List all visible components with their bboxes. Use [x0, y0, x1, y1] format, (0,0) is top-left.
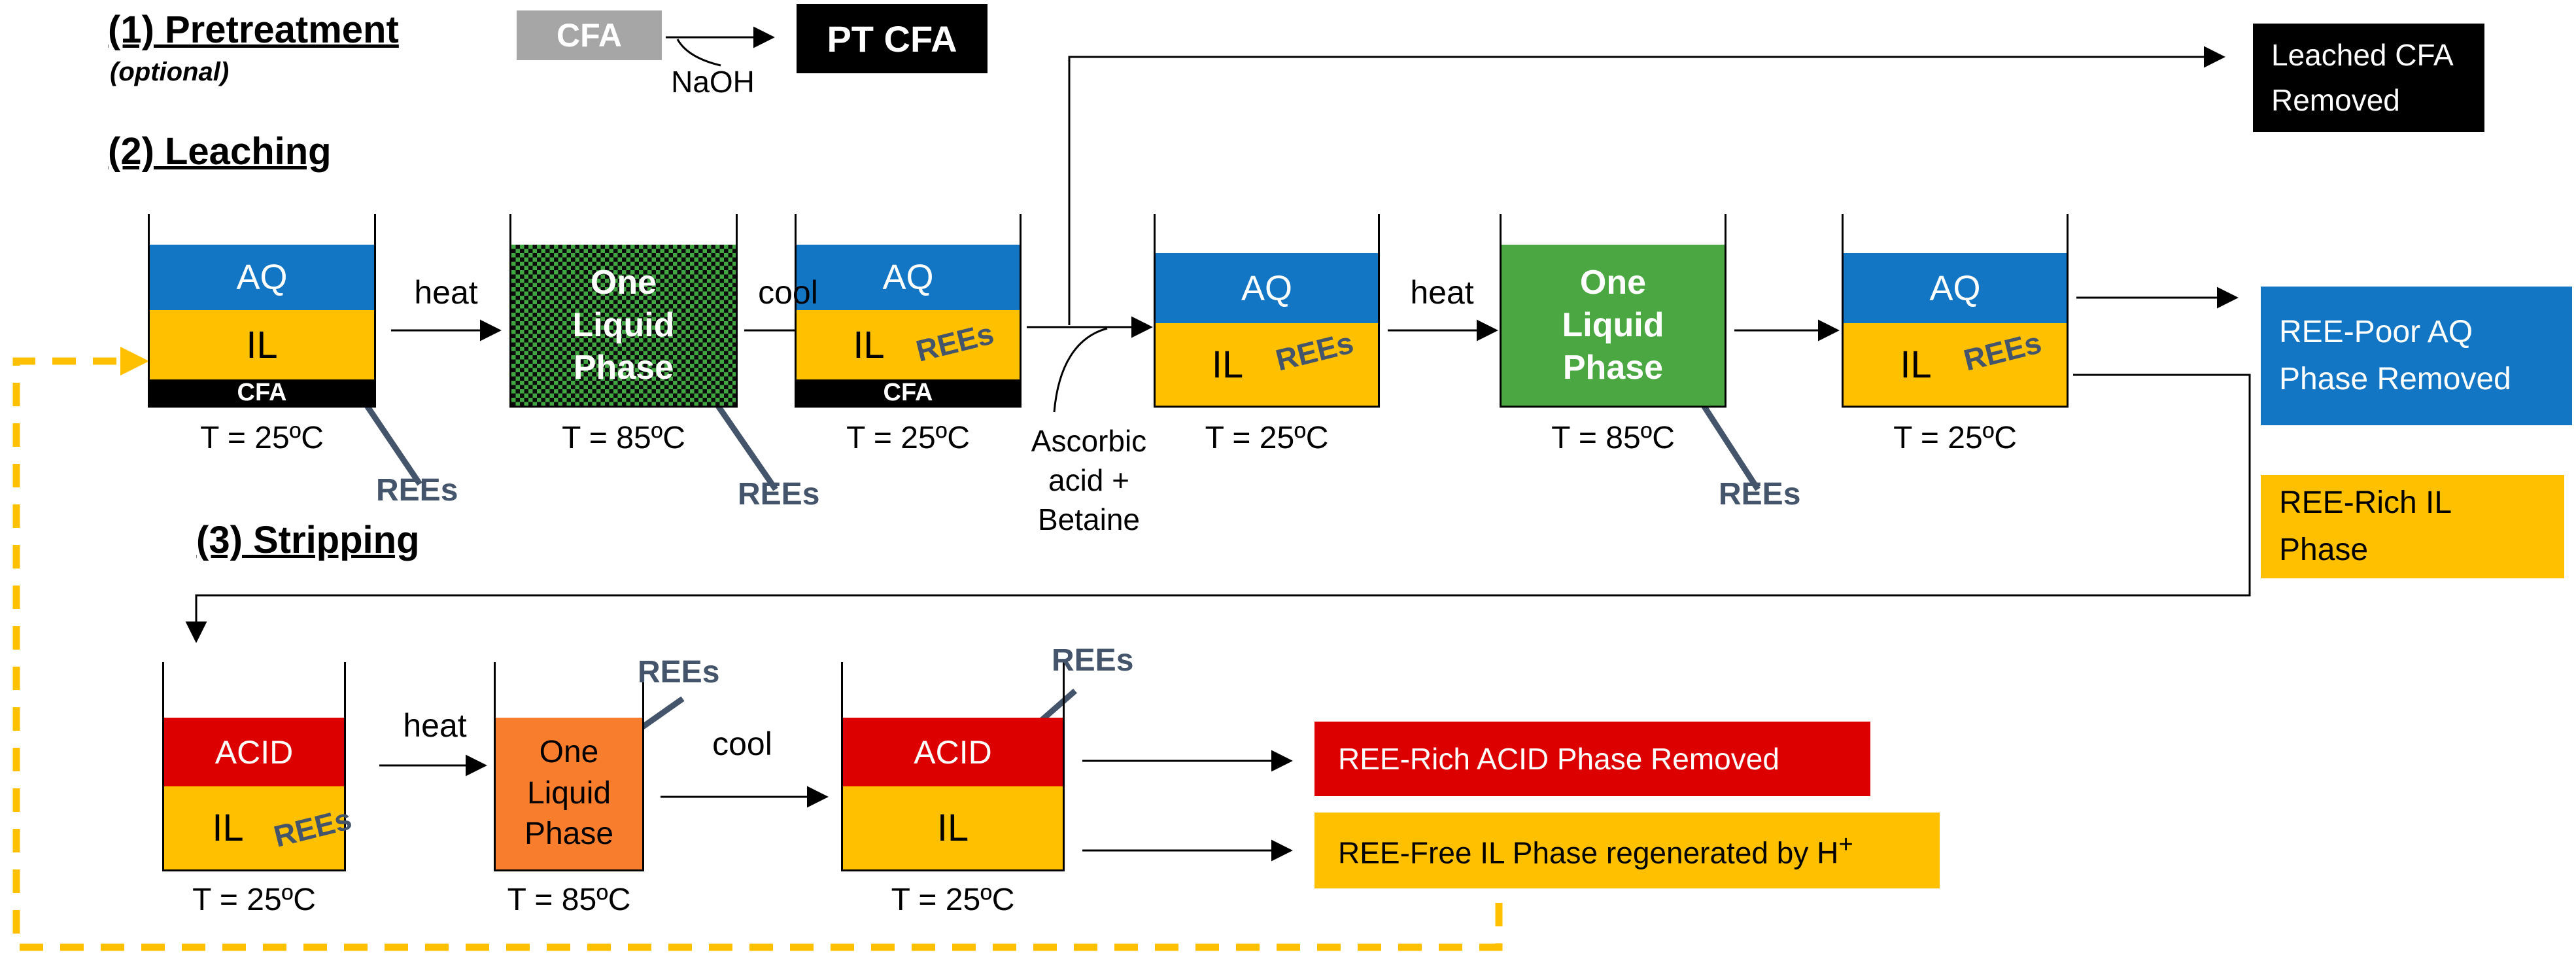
aq-layer: AQ — [1156, 253, 1378, 323]
one-liquid-phase-label: One Liquid Phase — [572, 263, 675, 387]
cool-label-2: cool — [712, 726, 772, 762]
rees-callout-s2: REEs — [638, 655, 720, 690]
heading-pretreatment: (1) Pretreatment — [108, 9, 399, 51]
il-label: IL — [853, 323, 885, 366]
cfa-source-box: CFA — [517, 10, 662, 60]
acid-layer: ACID — [164, 718, 344, 786]
rees-callout-2: REEs — [738, 477, 820, 512]
il-label: IL — [212, 807, 244, 849]
il-layer: IL — [843, 786, 1063, 869]
beaker-stripping-3: ACID IL — [841, 662, 1065, 871]
beaker-leaching-5: One Liquid Phase — [1500, 214, 1726, 408]
ree-rich-acid-box: REE-Rich ACID Phase Removed — [1314, 722, 1870, 796]
one-liquid-phase-layer: One Liquid Phase — [1502, 245, 1725, 406]
beaker-leaching-6: AQ IL — [1842, 214, 2069, 408]
rees-callout-1: REEs — [376, 473, 458, 508]
heat-label-2: heat — [1410, 274, 1474, 311]
il-label: IL — [1211, 343, 1244, 386]
il-label: IL — [1900, 343, 1932, 386]
temp-stripping-3: T = 25ºC — [891, 883, 1015, 917]
ree-rich-il-line1: REE-Rich IL — [2279, 485, 2452, 520]
heading-stripping: (3) Stripping — [196, 519, 420, 561]
aq-label: AQ — [1241, 268, 1293, 308]
rees-callout-s3: REEs — [1052, 643, 1134, 678]
il-layer: IL — [797, 310, 1020, 379]
one-liquid-phase-label: One Liquid Phase — [524, 735, 614, 852]
additive-curve — [1053, 327, 1108, 413]
ree-poor-aq-box: REE-Poor AQ Phase Removed — [2261, 287, 2572, 425]
recycle-arrowhead — [120, 347, 149, 376]
beaker-leaching-3: AQ IL CFA — [795, 214, 1022, 408]
naoh-curve — [676, 39, 721, 67]
leached-cfa-line1: Leached CFA — [2271, 38, 2454, 72]
h-plus-superscript: + — [1838, 830, 1853, 858]
rees-callout-5: REEs — [1719, 477, 1801, 512]
temp-leaching-4: T = 25ºC — [1205, 421, 1329, 455]
temp-leaching-6: T = 25ºC — [1893, 421, 2017, 455]
temp-leaching-3: T = 25ºC — [846, 421, 970, 455]
aq-label: AQ — [236, 258, 288, 297]
ree-free-il-label: REE-Free IL Phase regenerated by H+ — [1338, 830, 1853, 870]
cfa-layer: CFA — [150, 379, 374, 406]
temp-leaching-5: T = 85ºC — [1551, 421, 1675, 455]
aq-layer: AQ — [797, 245, 1020, 310]
il-layer: IL — [1156, 323, 1378, 406]
ree-rich-il-line2: Phase — [2279, 533, 2369, 567]
aq-label: AQ — [882, 258, 934, 297]
temp-leaching-1: T = 25ºC — [200, 421, 324, 455]
ree-rich-acid-label: REE-Rich ACID Phase Removed — [1338, 741, 1779, 776]
naoh-label: NaOH — [671, 65, 755, 99]
il-layer: IL — [164, 786, 344, 869]
ree-rich-il-box: REE-Rich IL Phase — [2261, 475, 2564, 578]
leached-cfa-removed-box: Leached CFA Removed — [2253, 24, 2484, 132]
ree-free-il-box: REE-Free IL Phase regenerated by H+ — [1314, 813, 1940, 888]
temp-leaching-2: T = 85ºC — [562, 421, 685, 455]
beaker-leaching-1: AQ IL CFA — [148, 214, 376, 408]
beaker-leaching-2: One Liquid Phase — [509, 214, 738, 408]
cfa-label: CFA — [883, 378, 933, 406]
acid-layer: ACID — [843, 718, 1063, 786]
beaker-stripping-2: One Liquid Phase — [494, 662, 644, 871]
il-layer: IL — [1844, 323, 2067, 406]
additive-label: Ascorbic acid + Betaine — [1031, 424, 1147, 536]
heat-label-3: heat — [403, 707, 467, 744]
pt-cfa-box: PT CFA — [797, 4, 987, 73]
heat-label-1: heat — [414, 274, 478, 311]
temp-stripping-1: T = 25ºC — [192, 883, 316, 917]
one-liquid-phase-layer: One Liquid Phase — [511, 245, 736, 406]
il-label: IL — [936, 807, 969, 849]
aq-label: AQ — [1929, 268, 1981, 308]
line-il-to-stripping — [185, 374, 2251, 643]
one-liquid-phase-layer: One Liquid Phase — [496, 718, 642, 869]
beaker-stripping-1: ACID IL — [162, 662, 346, 871]
aq-layer: AQ — [1844, 253, 2067, 323]
il-label: IL — [246, 323, 278, 366]
ree-poor-line1: REE-Poor AQ — [2279, 315, 2473, 349]
heading-leaching: (2) Leaching — [108, 130, 332, 173]
il-layer: IL — [150, 310, 374, 379]
cfa-label: CFA — [237, 378, 287, 406]
pretreatment-optional-note: (optional) — [110, 58, 230, 86]
cfa-layer: CFA — [797, 379, 1020, 406]
leached-cfa-line2: Removed — [2271, 83, 2400, 117]
acid-label: ACID — [914, 733, 992, 771]
one-liquid-phase-label: One Liquid Phase — [1562, 263, 1664, 387]
temp-stripping-2: T = 85ºC — [507, 883, 631, 917]
cool-label-1: cool — [758, 274, 818, 311]
acid-label: ACID — [215, 733, 294, 771]
aq-layer: AQ — [150, 245, 374, 310]
beaker-leaching-4: AQ IL — [1154, 214, 1380, 408]
ree-poor-line2: Phase Removed — [2279, 362, 2511, 396]
